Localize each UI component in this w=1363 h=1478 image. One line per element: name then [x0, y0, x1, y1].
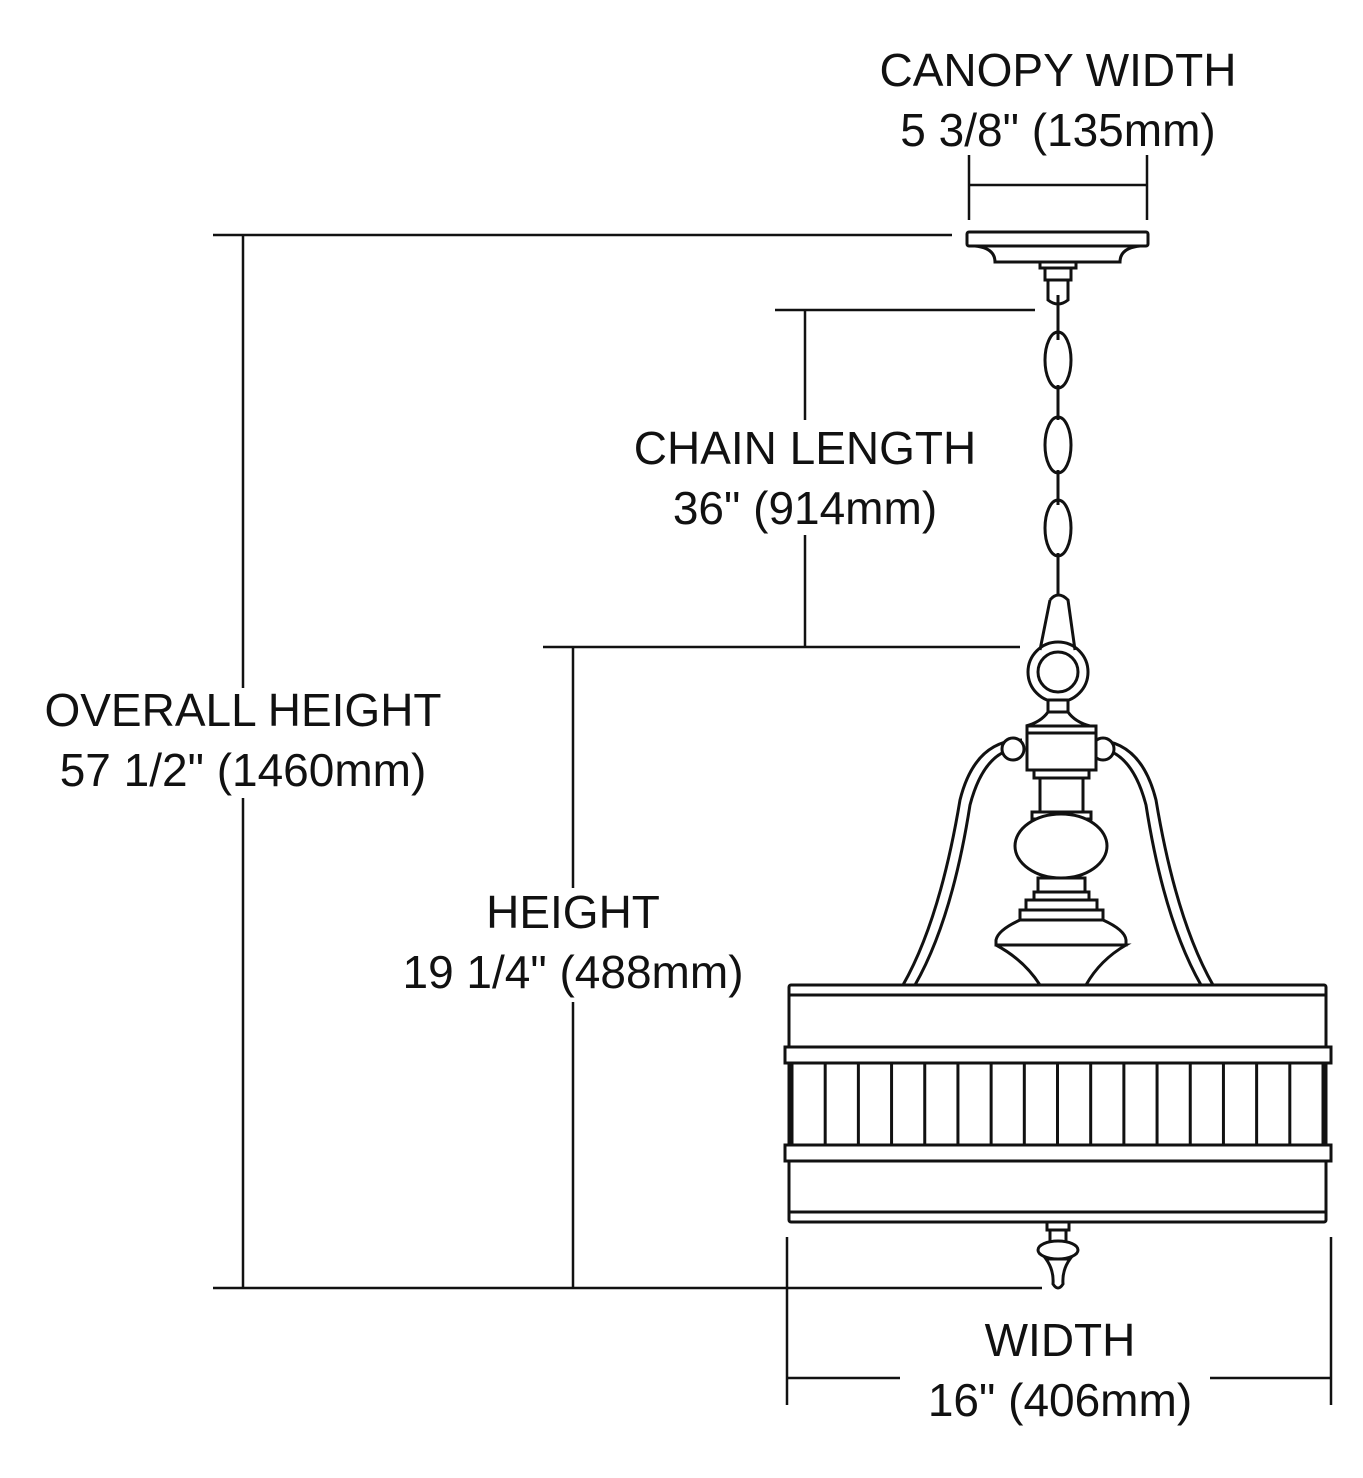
overall-height-label: OVERALL HEIGHT: [44, 684, 442, 736]
chain-length-label: CHAIN LENGTH: [633, 422, 977, 474]
finial: [1036, 1220, 1080, 1290]
chain: [1026, 295, 1090, 714]
arms: [901, 736, 1215, 986]
chain-length-value: 36" (914mm): [672, 482, 938, 534]
shade: [783, 983, 1333, 1224]
width-label: WIDTH: [984, 1314, 1136, 1366]
canopy: [965, 230, 1150, 306]
width-value: 16" (406mm): [927, 1374, 1193, 1426]
dimension-lines: [213, 155, 1333, 1405]
overall-height-value: 57 1/2" (1460mm): [59, 744, 427, 796]
canopy-width-label: CANOPY WIDTH: [879, 44, 1237, 96]
height-label: HEIGHT: [486, 886, 660, 938]
height-value: 19 1/4" (488mm): [402, 946, 744, 998]
canopy-width-value: 5 3/8" (135mm): [900, 104, 1216, 156]
